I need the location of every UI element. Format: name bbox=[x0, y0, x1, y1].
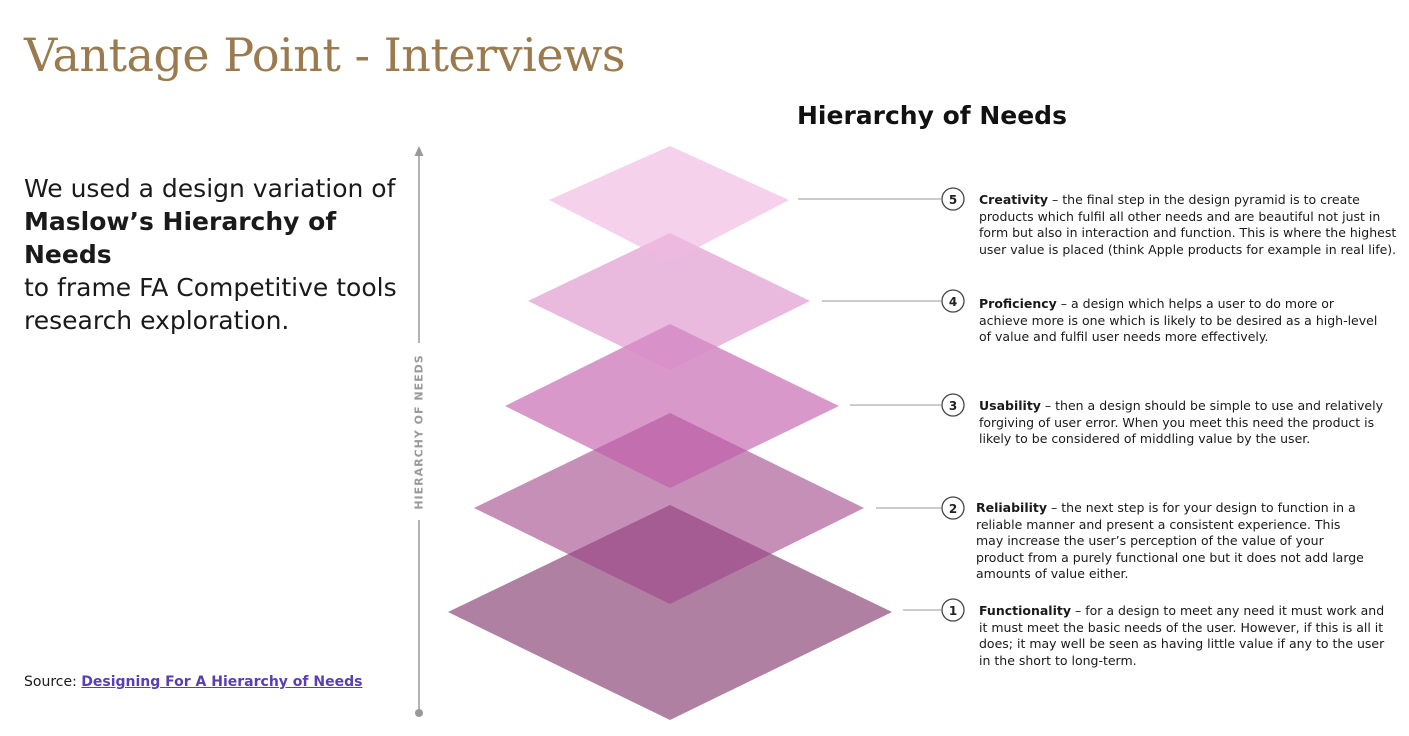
source-prefix: Source: bbox=[24, 674, 77, 690]
intro-line-2-bold: Maslow’s Hierarchy of Needs bbox=[24, 207, 337, 269]
level-4-description: – a design which helps a user to do more… bbox=[979, 296, 1378, 344]
intro-line-1: We used a design variation of bbox=[24, 174, 396, 203]
page-title: Vantage Point - Interviews bbox=[24, 28, 626, 82]
level-2-number: 2 bbox=[949, 502, 957, 516]
axis-end-dot bbox=[415, 709, 423, 717]
level-2-description: – the next step is for your design to fu… bbox=[976, 500, 1364, 581]
axis-arrow-icon bbox=[414, 146, 424, 156]
level-4-diamond bbox=[528, 233, 810, 370]
source-link[interactable]: Designing For A Hierarchy of Needs bbox=[81, 674, 363, 690]
level-1-name: Functionality bbox=[979, 603, 1071, 618]
level-1-diamond bbox=[448, 505, 892, 720]
level-3-number: 3 bbox=[949, 399, 957, 413]
level-5-name: Creativity bbox=[979, 192, 1049, 207]
level-1-description: – for a design to meet any need it must … bbox=[979, 603, 1385, 668]
intro-line-3: to frame FA Competitive tools bbox=[24, 273, 397, 302]
level-2-name: Reliability bbox=[976, 500, 1048, 515]
level-2-text: Reliability – the next step is for your … bbox=[976, 500, 1371, 583]
diagram-title: Hierarchy of Needs bbox=[797, 101, 1067, 130]
level-4-name: Proficiency bbox=[979, 296, 1057, 311]
level-1-number: 1 bbox=[949, 604, 957, 618]
intro-line-4: research exploration. bbox=[24, 306, 290, 335]
level-2-badge: 2 bbox=[941, 496, 965, 520]
level-3-diamond bbox=[505, 324, 839, 488]
axis-label: HIERARCHY OF NEEDS bbox=[412, 354, 426, 510]
level-3-name: Usability bbox=[979, 398, 1041, 413]
level-5-diamond bbox=[549, 146, 789, 262]
level-5-badge: 5 bbox=[941, 187, 965, 211]
level-3-description: – then a design should be simple to use … bbox=[979, 398, 1383, 446]
level-1-badge: 1 bbox=[941, 598, 965, 622]
level-5-number: 5 bbox=[949, 193, 957, 207]
level-4-text: Proficiency – a design which helps a use… bbox=[979, 296, 1384, 346]
source-note: Source: Designing For A Hierarchy of Nee… bbox=[24, 674, 362, 690]
level-3-badge: 3 bbox=[941, 393, 965, 417]
level-4-number: 4 bbox=[949, 295, 957, 309]
level-4-badge: 4 bbox=[941, 289, 965, 313]
intro-text: We used a design variation of Maslow’s H… bbox=[24, 172, 414, 337]
level-2-diamond bbox=[474, 413, 864, 604]
level-5-text: Creativity – the final step in the desig… bbox=[979, 192, 1399, 258]
level-1-text: Functionality – for a design to meet any… bbox=[979, 603, 1389, 669]
level-3-text: Usability – then a design should be simp… bbox=[979, 398, 1399, 448]
level-5-description: – the final step in the design pyramid i… bbox=[979, 192, 1397, 257]
